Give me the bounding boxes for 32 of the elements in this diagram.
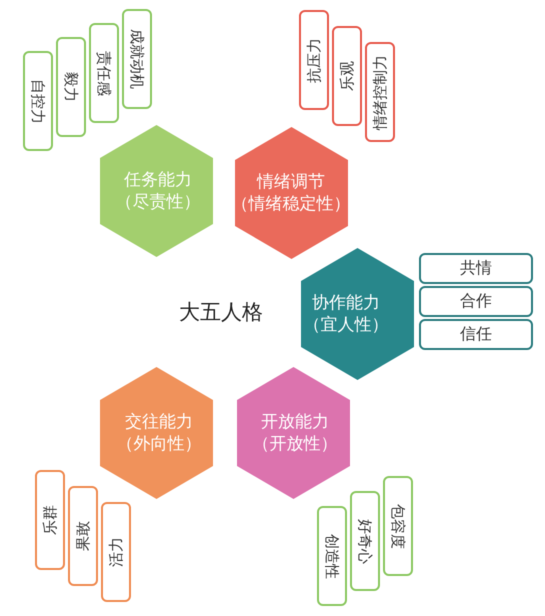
text-box: 抗压力: [299, 10, 329, 110]
text-box: 乐观: [332, 26, 362, 126]
hexagon: [300, 248, 414, 380]
text-box: 共情: [419, 253, 533, 284]
hexagon: [100, 125, 212, 257]
text-box: 毅力: [56, 37, 86, 137]
text-box: 情绪控制力: [365, 42, 395, 142]
text-box: 包容度: [383, 476, 413, 576]
text-box: 创造性: [317, 506, 347, 606]
hexagon-sublabel: （尽责性）: [116, 191, 200, 213]
hexagon: [100, 367, 212, 499]
text-box: 责任感: [89, 23, 119, 123]
hexagon-sublabel: （外向性）: [116, 433, 202, 455]
hexagon: [234, 127, 348, 259]
hexagon-label: 协作能力: [312, 292, 380, 314]
hexagon-label: 任务能力: [124, 169, 192, 191]
text-box: 信任: [419, 319, 533, 350]
hexagon: [236, 367, 350, 499]
text-box: 合作: [419, 286, 533, 317]
text-box: 成就动机: [122, 9, 152, 109]
text-box: 自控力: [23, 51, 53, 151]
hexagon-label: 交往能力: [125, 411, 193, 433]
hexagon-label: 开放能力: [261, 411, 329, 433]
text-box: 果敢: [68, 486, 98, 586]
text-box: 活力: [101, 502, 131, 602]
title: 大五人格: [179, 299, 263, 326]
hexagon-sublabel: （情绪稳定性）: [232, 193, 350, 215]
text-box: 好奇心: [350, 491, 380, 591]
text-box: 乐群: [35, 470, 65, 570]
hexagon-sublabel: （开放性）: [252, 433, 338, 455]
hexagon-sublabel: （宜人性）: [304, 314, 388, 336]
hexagon-label: 情绪调节: [257, 171, 325, 193]
